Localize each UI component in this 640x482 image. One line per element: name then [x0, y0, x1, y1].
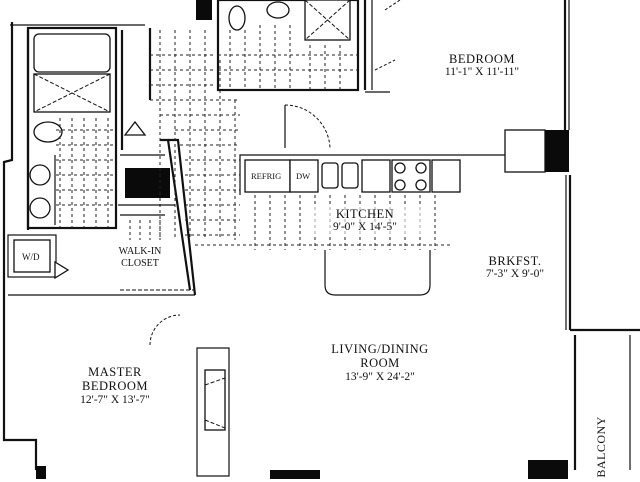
room-label-bedroom: BEDROOM 11'-1" X 11'-11" — [412, 52, 552, 80]
toilet-icon — [33, 121, 63, 143]
kitchen-sink-icon — [341, 162, 359, 189]
bathtub-icon — [33, 33, 111, 73]
room-name-line1: WALK-IN — [118, 246, 162, 257]
door-swings — [149, 0, 401, 346]
burner-icon — [415, 179, 427, 191]
room-label-master-bedroom: MASTER BEDROOM 12'-7" X 13'-7" — [55, 365, 175, 407]
dishwasher-label: DW — [296, 171, 311, 181]
structural-columns — [36, 0, 569, 479]
closet-area — [7, 204, 195, 296]
room-name-line2: CLOSET — [121, 257, 159, 269]
room-name-line2: BEDROOM — [81, 379, 148, 394]
room-label-walk-in-closet: WALK-IN CLOSET — [105, 246, 175, 269]
washer-dryer — [13, 239, 51, 273]
room-name-line1: LIVING/DINING — [331, 342, 429, 356]
sink-icon — [266, 1, 290, 19]
room-dimensions: 7'-3" X 9'-0" — [485, 268, 545, 281]
living-partition — [196, 347, 230, 477]
burner-icon — [394, 162, 406, 174]
hallway-tile — [120, 28, 240, 296]
refrigerator-label: REFRIG — [251, 171, 282, 181]
kitchen — [195, 129, 546, 296]
room-name: KITCHEN — [335, 207, 395, 221]
room-name: BEDROOM — [448, 52, 515, 66]
second-bath — [216, 0, 390, 93]
master-bath — [26, 26, 118, 230]
room-dimensions: 13'-9" X 24'-2" — [345, 370, 415, 383]
room-label-balcony: BALCONY — [594, 412, 609, 482]
room-name-line2: ROOM — [360, 356, 400, 371]
room-dimensions: 11'-1" X 11'-11" — [444, 66, 520, 79]
sink-icon — [29, 197, 51, 219]
room-label-kitchen: KITCHEN 9'-0" X 14'-5" — [305, 207, 425, 235]
room-name-line1: MASTER — [88, 365, 142, 379]
burner-icon — [394, 179, 406, 191]
washer-dryer-label: W/D — [22, 252, 40, 262]
room-label-living-dining: LIVING/DINING ROOM 13'-9" X 24'-2" — [310, 342, 450, 384]
room-label-breakfast: BRKFST. 7'-3" X 9'-0" — [460, 254, 570, 282]
room-dimensions: 12'-7" X 13'-7" — [80, 393, 150, 406]
dishwasher — [289, 159, 319, 193]
room-name: BRKFST. — [488, 254, 542, 268]
room-dimensions: 9'-0" X 14'-5" — [333, 221, 397, 234]
sink-icon — [29, 164, 51, 186]
burner-icon — [415, 162, 427, 174]
room-name: BALCONY — [594, 416, 609, 478]
kitchen-sink-icon — [321, 162, 339, 189]
toilet-icon — [228, 5, 246, 31]
